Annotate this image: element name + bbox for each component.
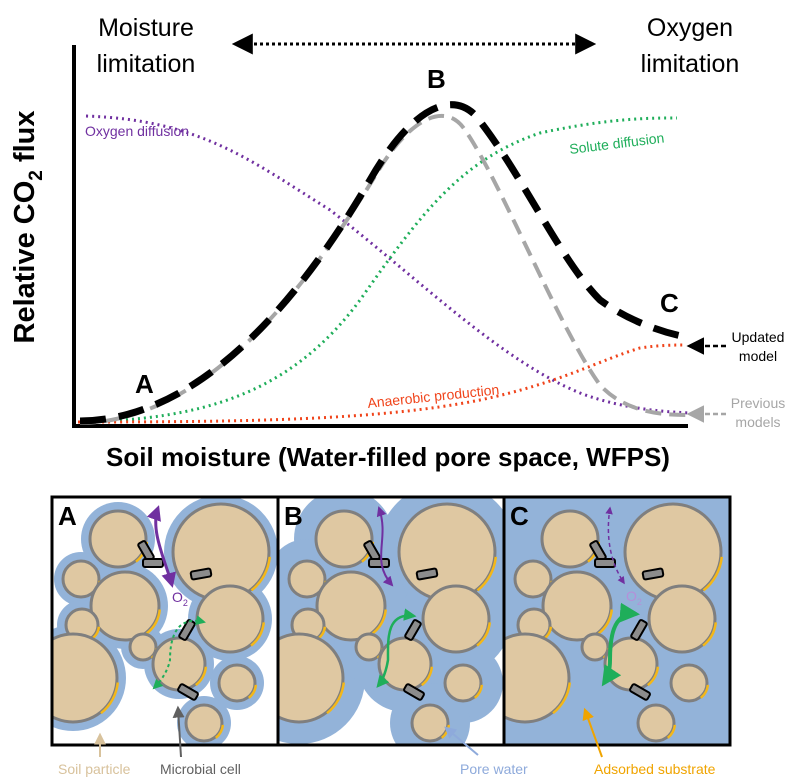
soil-particle [647,584,717,654]
soil-particle [184,703,224,743]
adsorbed-substrate [702,622,718,647]
soil-particle [504,632,571,724]
panel-c-solute-arrow [601,602,640,687]
panel-b-label: B [284,501,303,531]
soil-particle [217,663,257,703]
adsorbed-substrate [100,682,120,715]
soil-particle [410,703,450,743]
microbial-cell [189,567,213,581]
solute-diffusion-label: Solute diffusion [568,129,665,157]
panel-c-frame [502,495,732,747]
soil-particle [278,632,345,724]
adsorbed-substrate [646,666,660,687]
soil-particle [669,663,709,703]
soil-particle [89,570,161,642]
oxygen-diffusion-curve [85,114,691,415]
microbial-cell [415,567,439,581]
panel-a-oxygen-arrow [146,505,176,588]
previous-models-curve [79,113,689,425]
soil-particle [540,509,600,569]
soil-particle [636,703,676,743]
x-axis-label: Soil moisture (Water-filled pore space, … [106,442,670,472]
adsorbed-substrate-pointer [582,707,603,758]
point-c-label: C [660,288,679,318]
soil-particle [513,559,553,599]
soil-particle [52,632,119,724]
soil-particle [171,502,271,602]
adsorbed-substrate [214,724,225,739]
solute-diffusion-curve [77,116,678,424]
soil-particle [623,502,723,602]
microbial-cell [629,683,651,701]
soil-particle [195,584,265,654]
microbial-cell [142,558,164,568]
soil-particle [541,570,613,642]
panel-a-o2-label: O2 [172,589,188,608]
adsorbed-substrate [476,622,492,647]
adsorbed-substrate [473,684,484,699]
panel-c-o2-label: O2 [626,588,642,607]
adsorbed-substrate [250,622,266,647]
soil-particle [314,509,374,569]
adsorbed-substrate [702,556,724,592]
adsorbed-substrate [247,684,258,699]
adsorbed-substrate [666,724,677,739]
soil-particle-label: Soil particle [58,761,131,777]
soil-particle [443,663,483,703]
adsorbed-substrate [699,684,710,699]
soil-particle [315,570,387,642]
panel-b-solute-arrow [376,608,417,688]
adsorbed-substrate-label: Adsorbed substrate [594,761,716,777]
legend: Soil particle Microbial cell Pore water … [58,705,716,777]
soil-particle [287,559,327,599]
microbial-cell [368,558,390,568]
microbial-cell [641,567,665,581]
soil-particle [151,636,207,692]
oxygen-diffusion-label: Oxygen diffusion [85,123,189,139]
panel-b-oxygen-arrow [376,506,394,587]
pore-water-pointer [444,726,479,756]
microbial-cell-label: Microbial cell [160,761,241,777]
soil-particle [397,502,497,602]
point-b-label: B [427,64,446,94]
soil-particle [61,559,101,599]
pore-water-label: Pore water [460,761,528,777]
panel-c-label: C [510,501,529,531]
panel-a-label: A [58,501,77,531]
adsorbed-substrate [250,556,272,592]
microbial-cell-pointer [172,705,185,758]
pore-scale-panels: O2 O2 A B C [50,495,732,747]
soil-particle [88,509,148,569]
panel-c-oxygen-arrow [605,506,625,585]
point-a-label: A [135,369,154,399]
anaerobic-production-curve [77,343,687,424]
adsorbed-substrate [552,682,572,715]
adsorbed-substrate [326,682,346,715]
updated-model-curve [79,101,687,425]
panel-a-solute-arrow [152,615,206,690]
soil-particle [421,584,491,654]
y-axis-label: Relative CO2 flux [9,111,47,344]
adsorbed-substrate [420,666,434,687]
adsorbed-substrate [476,556,498,592]
soil-particle [603,636,659,692]
microbial-cell [594,558,616,568]
